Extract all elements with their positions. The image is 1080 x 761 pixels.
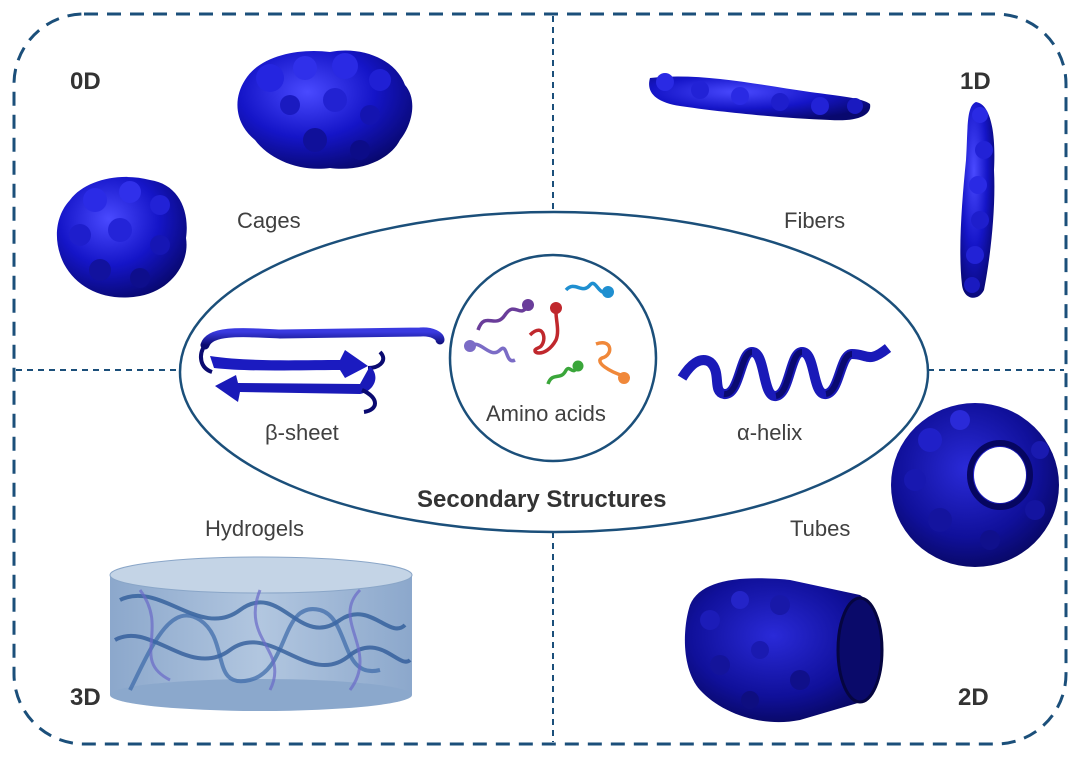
cage-protein-top xyxy=(237,50,413,169)
alpha-helix-label: α-helix xyxy=(737,420,803,445)
amino-acids-circle xyxy=(448,253,658,463)
dimension-2d-label: 2D xyxy=(958,684,989,711)
tube-protein-torus xyxy=(891,403,1059,567)
hydrogels-label: Hydrogels xyxy=(205,516,305,541)
fiber-protein-vertical xyxy=(960,102,995,298)
tube-protein-cylinder xyxy=(684,578,884,723)
cages-label: Cages xyxy=(237,208,301,233)
fiber-protein-horizontal xyxy=(649,73,871,121)
alpha-helix-structure xyxy=(677,344,892,401)
secondary-structures-title: Secondary Structures xyxy=(417,486,667,513)
outer-frame xyxy=(12,12,1068,746)
amino-acids-label: Amino acids xyxy=(486,401,606,426)
cage-protein-bottom xyxy=(56,176,187,298)
dimension-0d-label: 0D xyxy=(70,68,101,95)
beta-sheet-label: β-sheet xyxy=(265,420,339,445)
tubes-label: Tubes xyxy=(790,516,851,541)
fibers-label: Fibers xyxy=(784,208,846,233)
beta-sheet-structure xyxy=(198,327,445,414)
hydrogel-cylinder xyxy=(109,556,413,711)
amino-acids-illustration xyxy=(464,281,630,385)
dimension-3d-label: 3D xyxy=(70,684,101,711)
dimension-1d-label: 1D xyxy=(960,68,991,95)
